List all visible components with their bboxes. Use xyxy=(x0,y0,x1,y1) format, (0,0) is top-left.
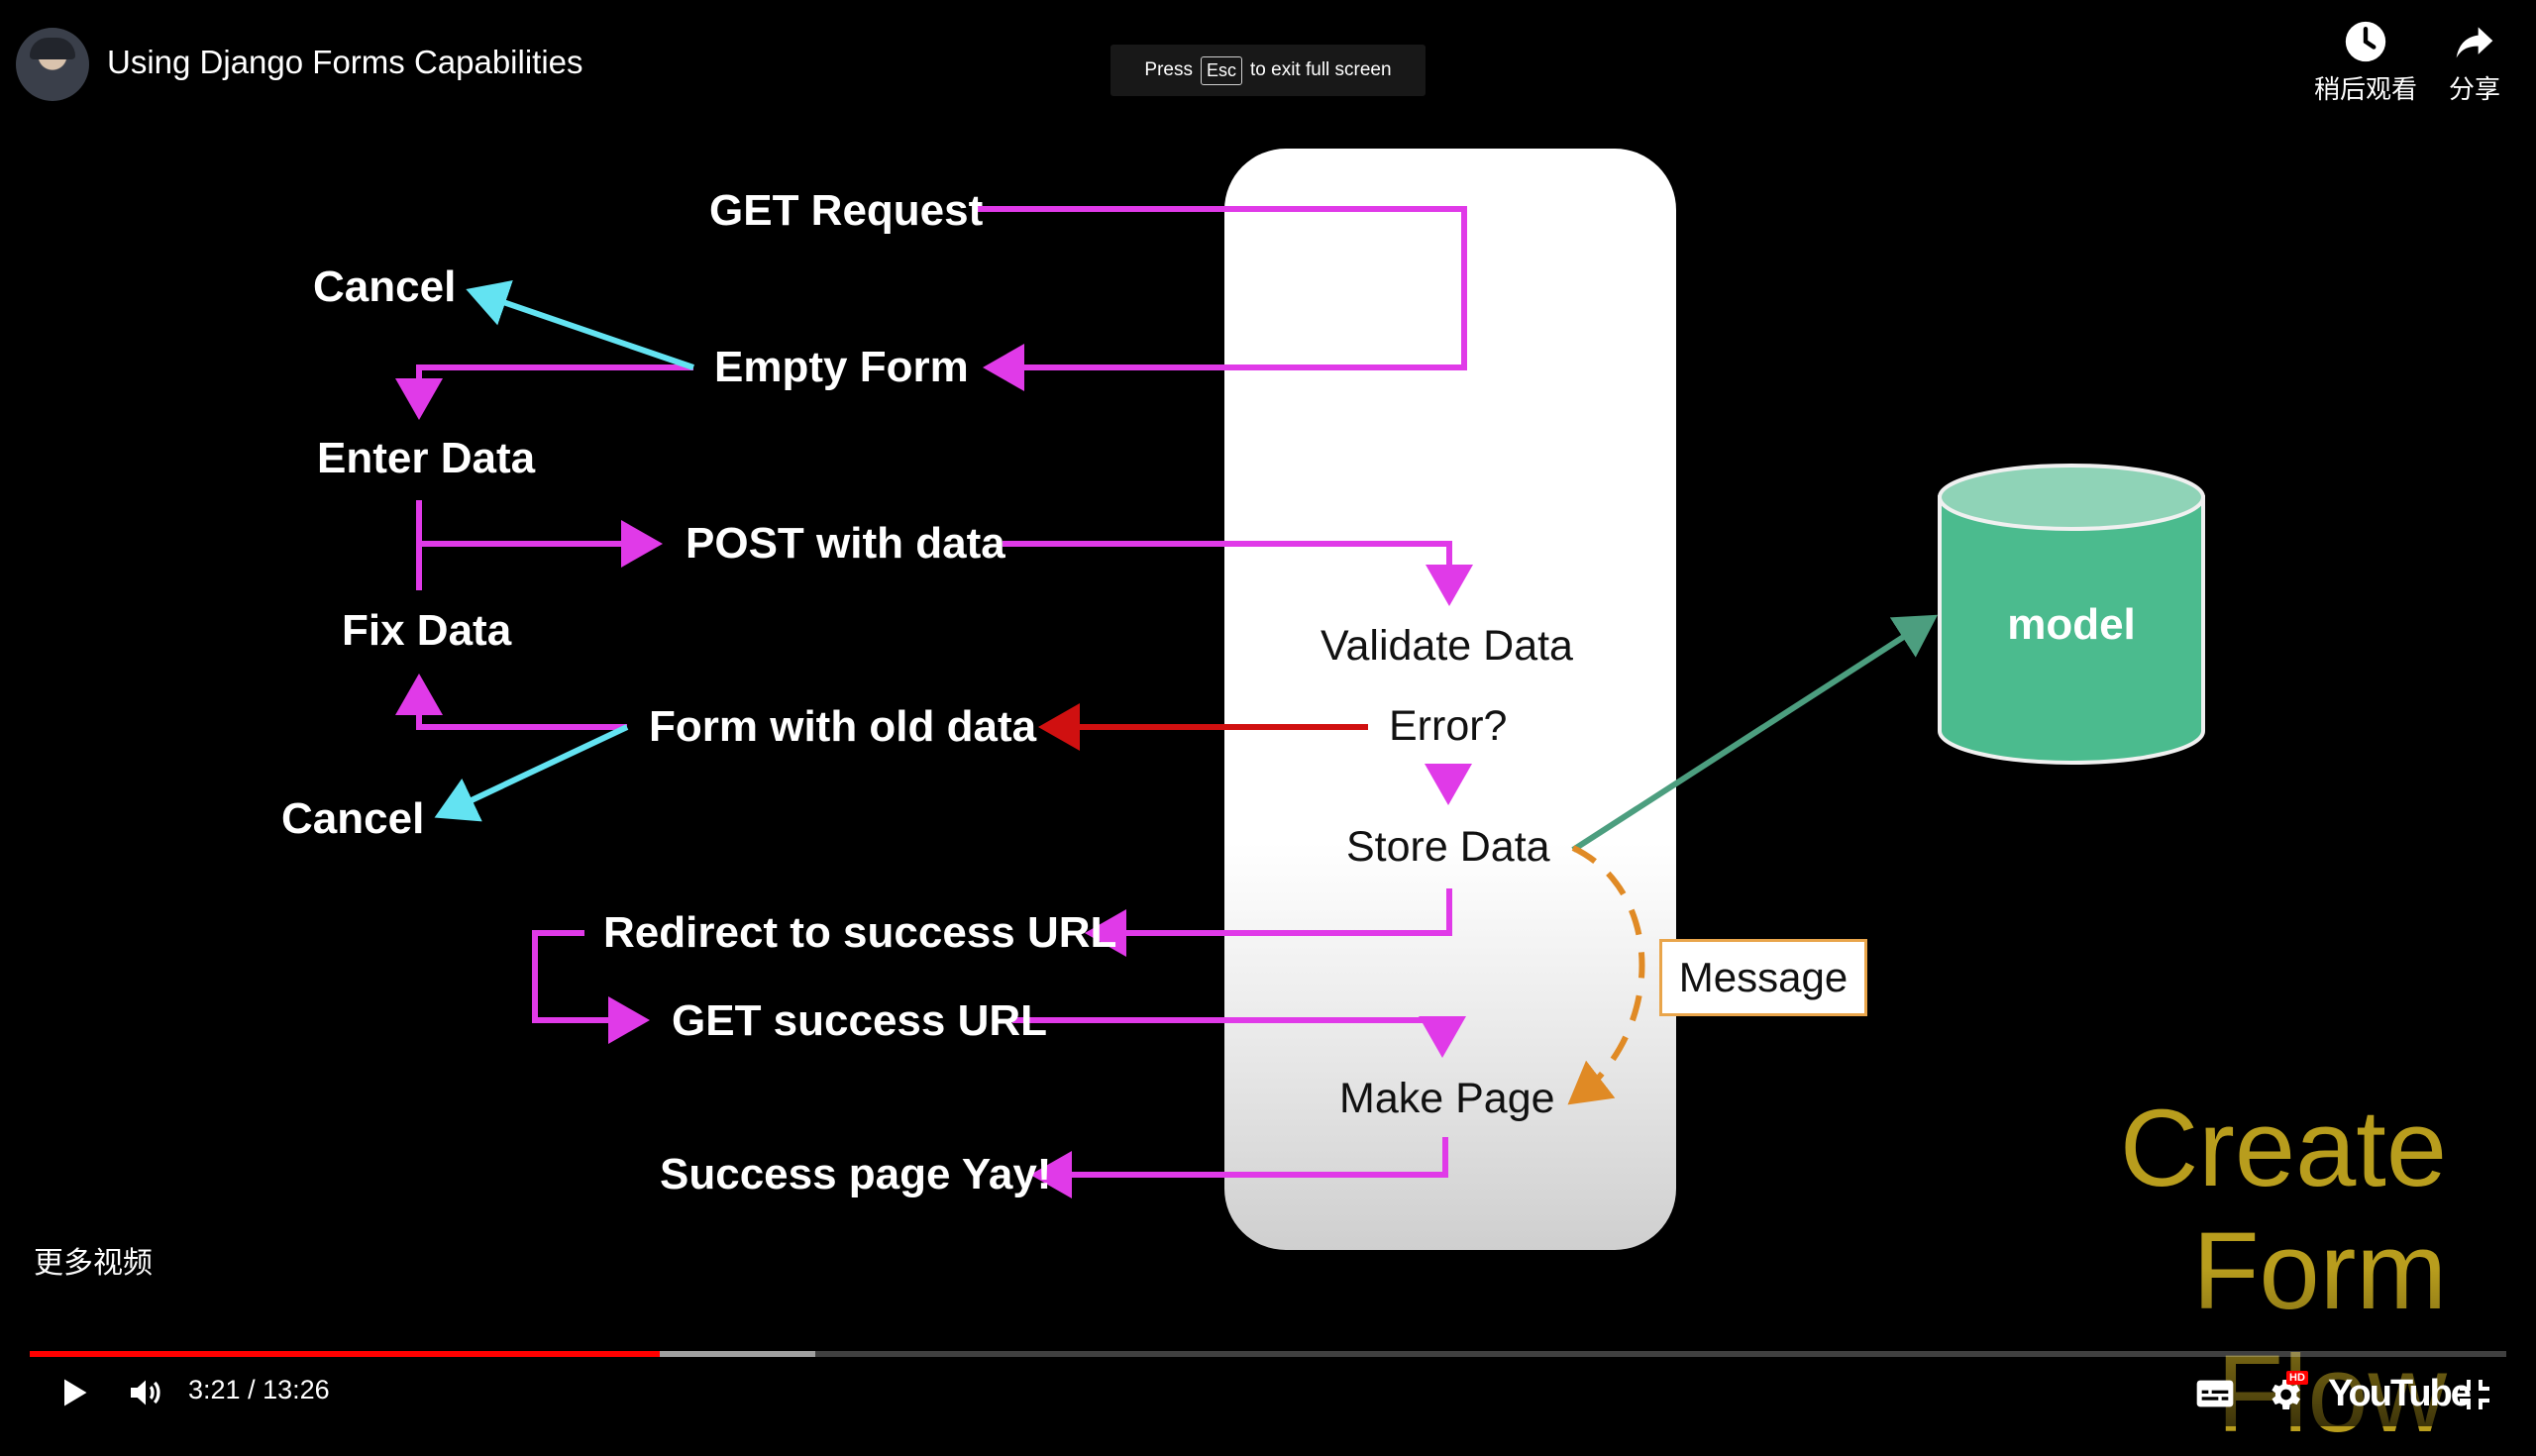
redirect-label: Redirect to success URL xyxy=(603,908,1117,957)
settings-icon xyxy=(2272,1380,2300,1409)
arrow-redirect-to-get xyxy=(532,930,650,1044)
play-icon[interactable] xyxy=(53,1375,93,1410)
watch-later-button[interactable]: 稍后观看 xyxy=(2314,20,2417,106)
arrow-get-to-make-page xyxy=(1012,1016,1466,1058)
hd-badge: HD xyxy=(2286,1371,2308,1385)
arrow-old-form-to-cancel xyxy=(434,724,629,822)
cancel-label-top: Cancel xyxy=(313,262,457,311)
subtitles-icon[interactable] xyxy=(2195,1377,2235,1410)
settings-button[interactable]: HD xyxy=(2265,1371,2310,1414)
store-data-label: Store Data xyxy=(1346,823,1550,871)
form-with-old-data-label: Form with old data xyxy=(649,702,1037,751)
validate-data-label: Validate Data xyxy=(1321,622,1573,670)
error-label: Error? xyxy=(1389,702,1508,750)
make-page-label: Make Page xyxy=(1339,1075,1555,1122)
enter-data-label: Enter Data xyxy=(317,434,536,482)
time-current: 3:21 xyxy=(188,1375,241,1404)
message-box: Message xyxy=(1659,939,1867,1016)
model-cylinder xyxy=(1938,464,2205,765)
progress-bar[interactable] xyxy=(30,1351,2506,1357)
controls-gradient xyxy=(0,1268,2536,1426)
get-success-url-label: GET success URL xyxy=(672,996,1048,1045)
flow-arrows xyxy=(395,206,2205,1198)
cancel-label-bottom: Cancel xyxy=(281,794,425,843)
time-total: 13:26 xyxy=(263,1375,330,1404)
time-separator: / xyxy=(248,1375,256,1404)
progress-played xyxy=(30,1351,660,1357)
post-with-data-label: POST with data xyxy=(686,519,1005,568)
arrow-store-to-make-page-dashed xyxy=(1567,845,1645,1105)
share-button[interactable]: 分享 xyxy=(2449,20,2500,106)
model-label: model xyxy=(2007,600,2136,649)
youtube-logo[interactable]: YouTube xyxy=(2328,1373,2472,1414)
arrow-make-page-to-success xyxy=(1030,1137,1448,1198)
toast-press: Press xyxy=(1144,59,1193,80)
arrow-old-form-to-fix xyxy=(395,674,627,730)
arrow-store-to-redirect xyxy=(1085,888,1452,957)
fix-data-label: Fix Data xyxy=(342,606,512,655)
time-display: 3:21 / 13:26 xyxy=(188,1375,330,1405)
arrow-empty-form-to-enter-data xyxy=(395,364,693,420)
arrow-get-to-empty-form xyxy=(976,206,1467,391)
get-request-label: GET Request xyxy=(709,186,984,235)
video-title[interactable]: Using Django Forms Capabilities xyxy=(107,44,583,80)
fullscreen-toast: Press Esc to exit full screen xyxy=(1110,45,1426,96)
toast-esc-key: Esc xyxy=(1200,55,1242,85)
arrow-empty-form-to-cancel xyxy=(466,280,694,370)
exit-fullscreen-icon[interactable] xyxy=(2457,1377,2492,1412)
share-icon xyxy=(2456,27,2493,58)
success-page-label: Success page Yay! xyxy=(660,1150,1052,1198)
arrow-post-to-validate xyxy=(1003,541,1473,606)
volume-icon[interactable] xyxy=(125,1373,166,1412)
channel-avatar[interactable] xyxy=(16,28,89,101)
toast-message: to exit full screen xyxy=(1250,59,1392,80)
share-label: 分享 xyxy=(2449,75,2501,105)
empty-form-label: Empty Form xyxy=(714,343,969,391)
watch-later-icon xyxy=(2345,21,2386,62)
watch-later-label: 稍后观看 xyxy=(2314,75,2418,105)
arrow-store-to-model xyxy=(1571,614,1939,853)
